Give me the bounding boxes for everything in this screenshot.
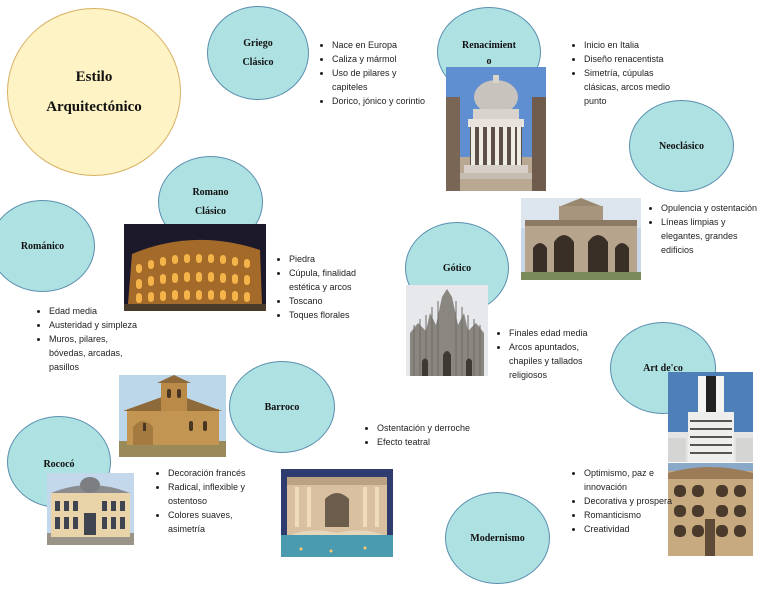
list-item: Colores suaves, asimetría xyxy=(168,508,264,536)
neoclasico-bullets: Opulencia y ostentación Líneas limpias y… xyxy=(646,201,761,257)
colosseum-photo xyxy=(124,224,266,311)
barroco-bullets: Ostentación y derroche Efecto teatral xyxy=(362,421,473,449)
list-item: Opulencia y ostentación xyxy=(661,201,761,215)
renacimiento-label-2: o xyxy=(486,56,492,67)
artdeco-tower-photo xyxy=(668,372,753,462)
list-item: Diseño renacentista xyxy=(584,52,674,66)
list-item: Inicio en Italia xyxy=(584,38,674,52)
griego-label-1: Griego xyxy=(243,38,273,49)
list-item: Romanticismo xyxy=(584,508,680,522)
title-line2: Arquitectónico xyxy=(46,99,142,115)
list-item: Toques florales xyxy=(289,308,389,322)
modernist-building-photo xyxy=(668,463,753,556)
title-line1: Estilo xyxy=(75,69,113,85)
list-item: Decorativa y prospera xyxy=(584,494,680,508)
neoclasico-label: Neoclásico xyxy=(659,140,704,152)
griego-label-2: Clásico xyxy=(242,57,274,68)
list-item: Muros, pilares, bóvedas, arcadas, pasill… xyxy=(49,332,147,374)
barroco-bubble: Barroco xyxy=(229,361,335,453)
romanesque-church-photo xyxy=(119,375,226,457)
milan-cathedral-photo xyxy=(406,285,488,376)
rococo-palace-photo xyxy=(47,473,134,545)
modernismo-bubble: Modernismo xyxy=(445,492,550,584)
barroco-label: Barroco xyxy=(264,401,300,413)
griego-bubble: Griego Clásico xyxy=(207,6,309,100)
list-item: Finales edad media xyxy=(509,326,609,340)
list-item: Ostentación y derroche xyxy=(377,421,473,435)
gotico-bullets: Finales edad media Arcos apuntados, chap… xyxy=(494,326,609,382)
list-item: Piedra xyxy=(289,252,389,266)
romano-label-1: Romano xyxy=(192,187,229,198)
griego-bullets: Nace en Europa Caliza y mármol Uso de pi… xyxy=(317,38,432,108)
list-item: Creatividad xyxy=(584,522,680,536)
list-item: Austeridad y simpleza xyxy=(49,318,147,332)
list-item: Radical, inflexible y ostentoso xyxy=(168,480,264,508)
gotico-label: Gótico xyxy=(442,263,472,274)
list-item: Efecto teatral xyxy=(377,435,473,449)
romanico-bubble: Románico xyxy=(0,200,95,292)
romano-label-2: Clásico xyxy=(194,206,227,217)
list-item: Decoración francés xyxy=(168,466,264,480)
tempietto-photo xyxy=(446,67,546,191)
list-item: Nace en Europa xyxy=(332,38,432,52)
list-item: Caliza y mármol xyxy=(332,52,432,66)
puerta-alcala-photo xyxy=(521,198,641,280)
romano-bullets: Piedra Cúpula, finalidad estética y arco… xyxy=(274,252,389,322)
list-item: Cúpula, finalidad estética y arcos xyxy=(289,266,389,294)
list-item: Edad media xyxy=(49,304,147,318)
rococo-label: Rococó xyxy=(43,459,75,470)
renacimiento-label-1: Renacimient xyxy=(462,40,516,51)
renacimiento-bullets: Inicio en Italia Diseño renacentista Sim… xyxy=(569,38,674,108)
list-item: Dorico, jónico y corintio xyxy=(332,94,432,108)
romanico-bullets: Edad media Austeridad y simpleza Muros, … xyxy=(34,304,147,374)
title-bubble: Estilo Arquitectónico xyxy=(7,8,181,176)
rococo-bullets: Decoración francés Radical, inflexible y… xyxy=(153,466,264,536)
artdeco-label: Art de'co xyxy=(643,363,683,374)
list-item: Optimismo, paz e innovación xyxy=(584,466,680,494)
list-item: Toscano xyxy=(289,294,389,308)
list-item: Líneas limpias y elegantes, grandes edif… xyxy=(661,215,761,257)
list-item: Simetría, cúpulas clásicas, arcos medio … xyxy=(584,66,674,108)
list-item: Uso de pilares y capiteles xyxy=(332,66,432,94)
modernismo-label: Modernismo xyxy=(470,532,525,544)
romanico-label: Románico xyxy=(20,240,65,252)
modernismo-bullets: Optimismo, paz e innovación Decorativa y… xyxy=(569,466,680,536)
trevi-fountain-photo xyxy=(281,469,393,557)
neoclasico-bubble: Neoclásico xyxy=(629,100,734,192)
list-item: Arcos apuntados, chapiles y tallados rel… xyxy=(509,340,609,382)
